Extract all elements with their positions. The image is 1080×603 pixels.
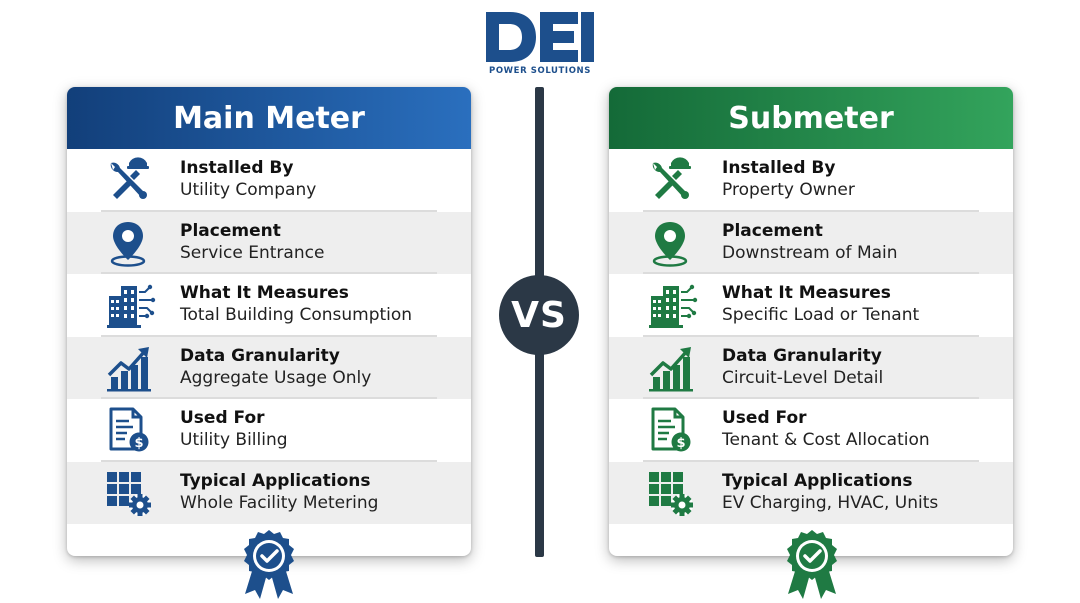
row-value: Circuit-Level Detail bbox=[722, 367, 884, 388]
building-circuit-icon bbox=[103, 280, 156, 330]
row-label: Placement bbox=[180, 220, 281, 241]
row-label: Installed By bbox=[180, 158, 294, 178]
row-value: Utility Company bbox=[180, 180, 317, 200]
row-divider bbox=[101, 209, 437, 212]
bar-chart-trend-icon bbox=[645, 343, 695, 393]
row-label: Installed By bbox=[722, 158, 836, 178]
row-label: Placement bbox=[722, 220, 823, 241]
row-value: Utility Billing bbox=[180, 430, 288, 450]
grid-gear-icon bbox=[645, 468, 695, 518]
check-badge-icon bbox=[244, 530, 294, 599]
svg-text:$: $ bbox=[676, 436, 685, 451]
row-divider bbox=[101, 459, 437, 462]
row-value: Total Building Consumption bbox=[180, 305, 413, 325]
building-circuit-icon bbox=[645, 280, 698, 330]
row-divider bbox=[101, 272, 437, 274]
vs-badge: VS bbox=[499, 275, 579, 355]
row-value: Downstream of Main bbox=[722, 242, 898, 263]
row-label: Data Granularity bbox=[722, 345, 882, 366]
row-divider bbox=[643, 272, 979, 274]
row-divider bbox=[101, 334, 437, 337]
row-label: Used For bbox=[722, 408, 807, 428]
row-divider bbox=[643, 397, 979, 399]
main-meter-title: Main Meter bbox=[67, 87, 471, 149]
row-label: Data Granularity bbox=[180, 345, 340, 366]
invoice-dollar-icon: $ bbox=[103, 405, 153, 455]
row-divider bbox=[101, 397, 437, 399]
logo-subtitle: POWER SOLUTIONS bbox=[489, 66, 591, 76]
dei-logo: POWER SOLUTIONS bbox=[484, 10, 596, 80]
row-value: EV Charging, HVAC, Units bbox=[722, 492, 939, 513]
row-label: What It Measures bbox=[180, 283, 349, 303]
grid-gear-icon bbox=[103, 468, 153, 518]
row-label: What It Measures bbox=[722, 283, 891, 303]
row-label: Typical Applications bbox=[722, 470, 913, 491]
row-value: Specific Load or Tenant bbox=[722, 305, 920, 325]
row-value: Property Owner bbox=[722, 180, 855, 200]
row-value: Whole Facility Metering bbox=[180, 492, 379, 513]
submeter-title: Submeter bbox=[609, 87, 1013, 149]
dei-logo-mark bbox=[486, 12, 594, 62]
location-pin-icon bbox=[645, 218, 695, 268]
row-label: Used For bbox=[180, 408, 265, 428]
row-label: Typical Applications bbox=[180, 470, 371, 491]
check-badge-icon bbox=[787, 530, 837, 599]
row-value: Tenant & Cost Allocation bbox=[722, 430, 930, 450]
location-pin-icon bbox=[103, 218, 153, 268]
row-divider bbox=[643, 459, 979, 462]
invoice-dollar-icon: $ bbox=[645, 405, 695, 455]
svg-text:$: $ bbox=[134, 436, 143, 451]
row-divider bbox=[643, 334, 979, 337]
row-divider bbox=[643, 209, 979, 212]
row-value: Service Entrance bbox=[180, 242, 325, 263]
bar-chart-trend-icon bbox=[103, 343, 153, 393]
row-value: Aggregate Usage Only bbox=[180, 367, 372, 388]
tools-hardhat-icon bbox=[645, 155, 695, 205]
tools-hardhat-icon bbox=[103, 155, 153, 205]
